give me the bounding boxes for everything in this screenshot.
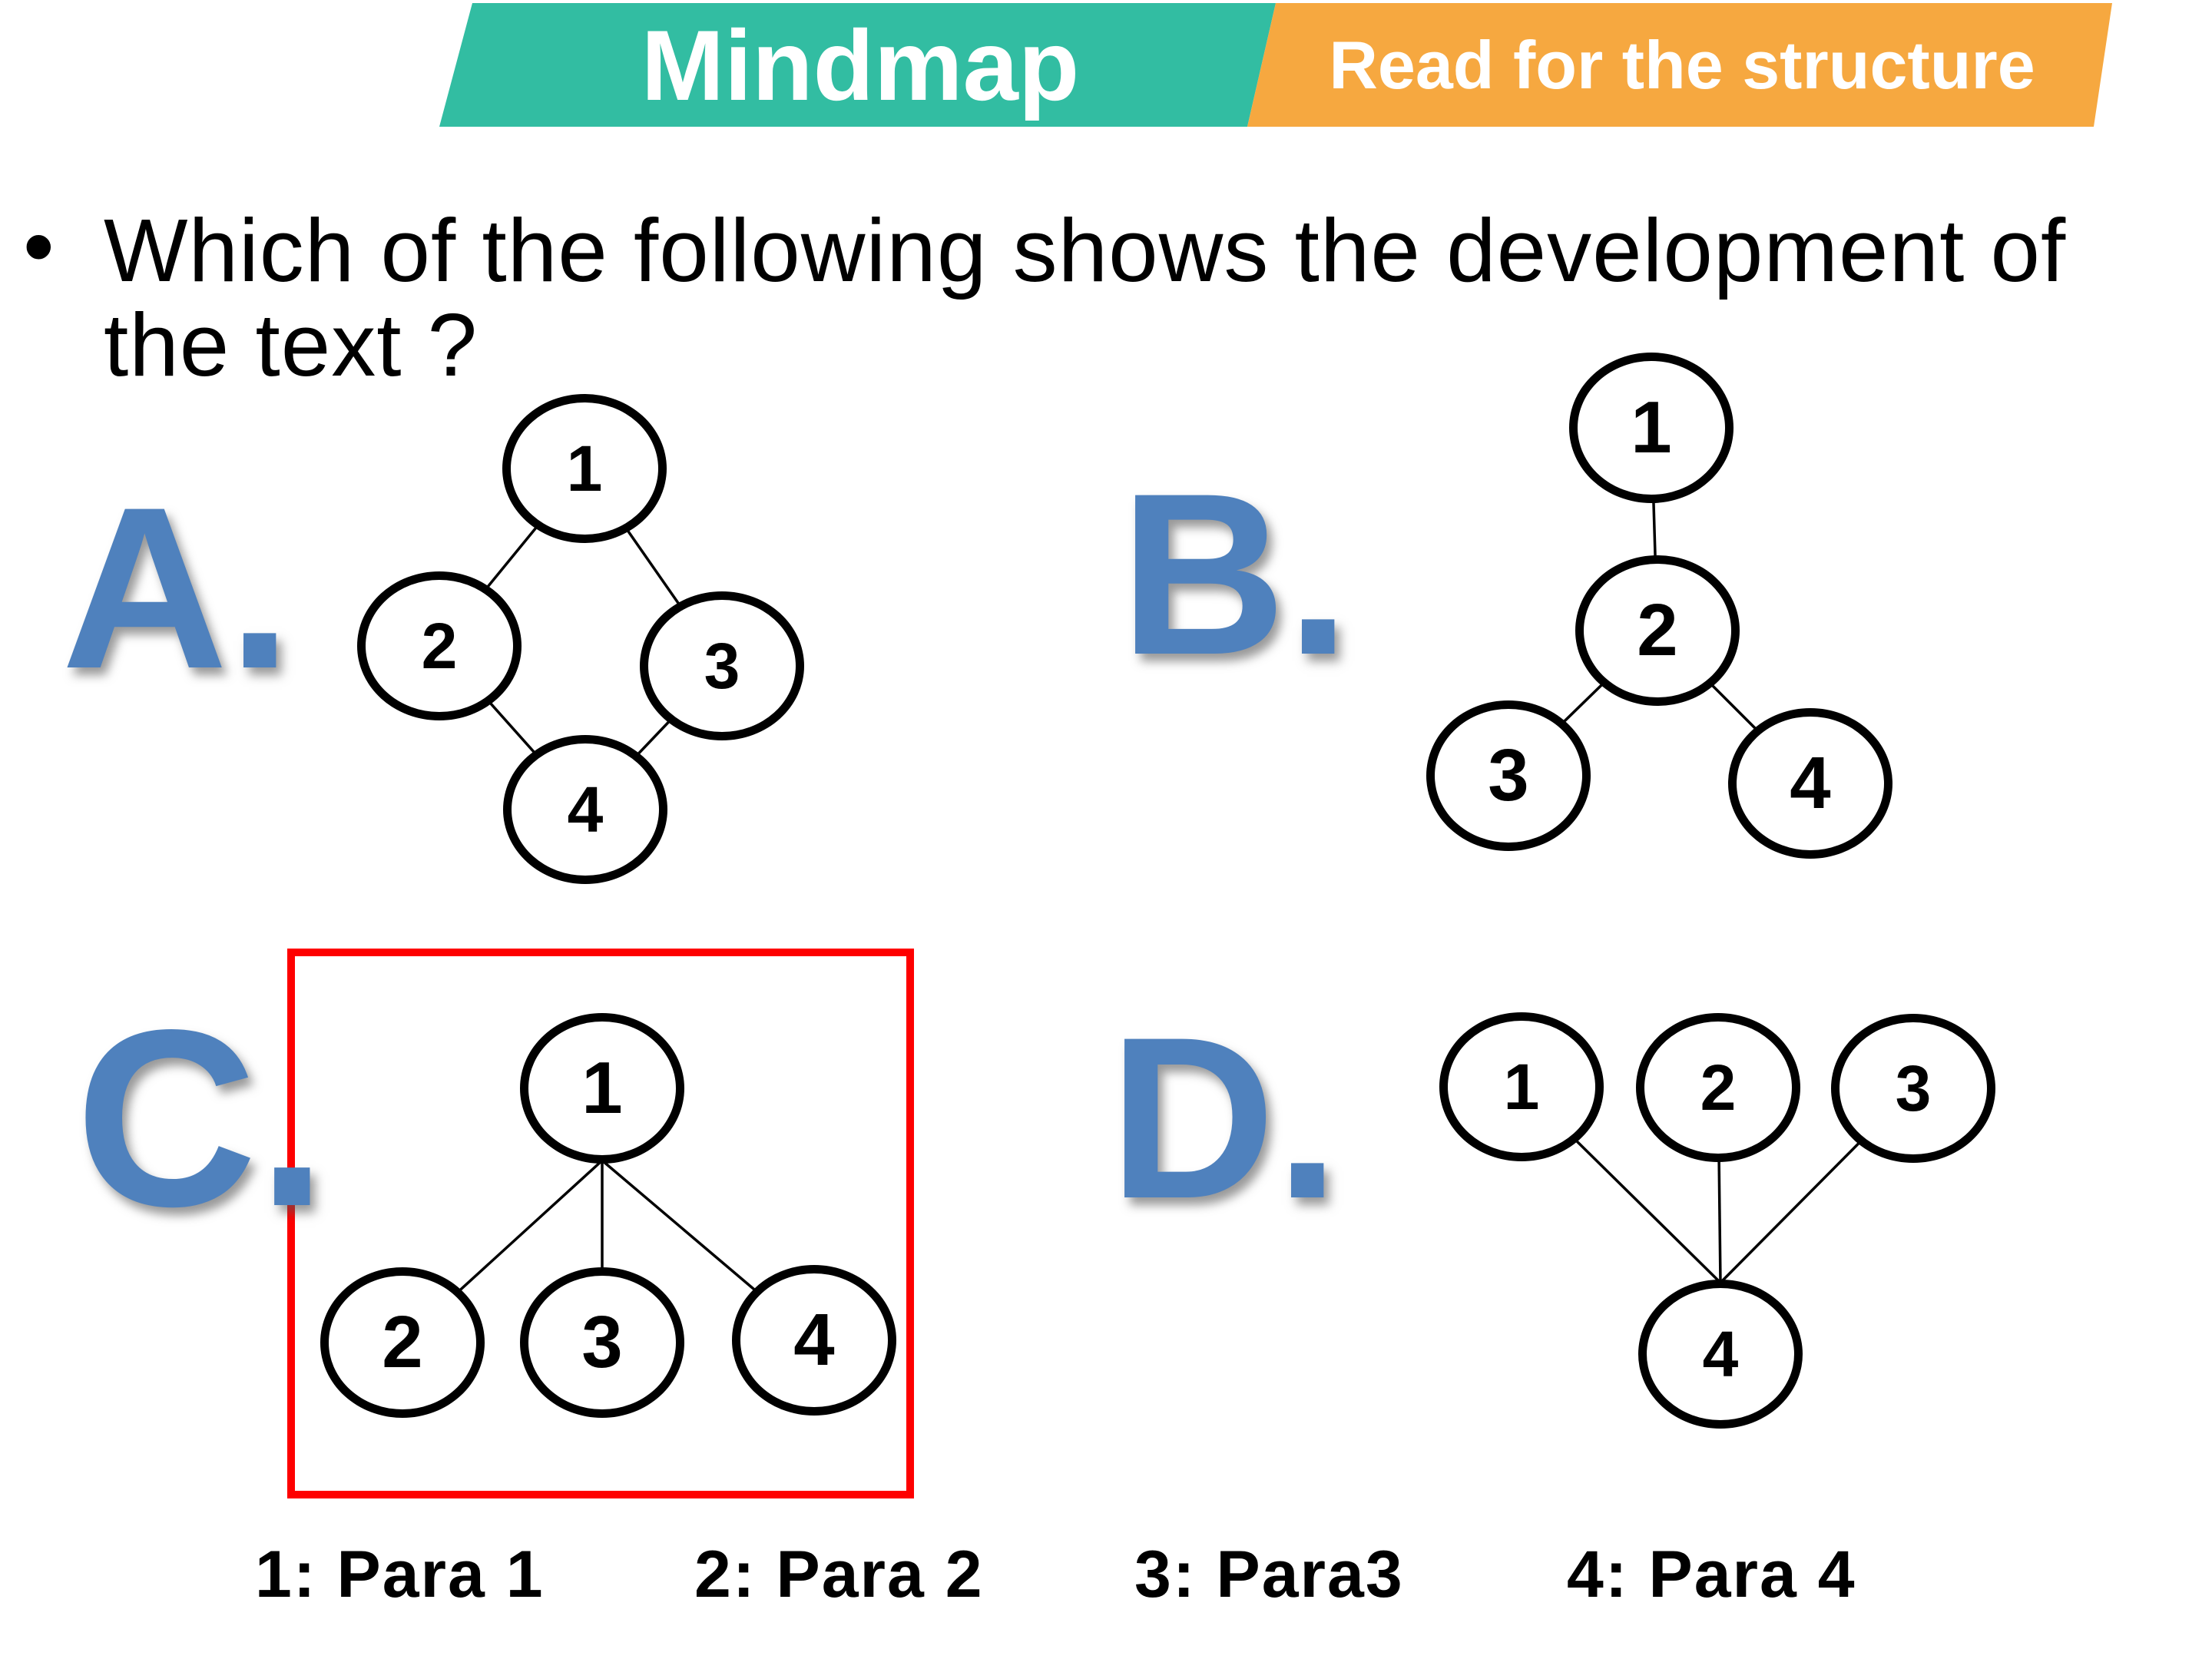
option-C-node-4: 4	[732, 1265, 896, 1416]
option-B-node-3: 3	[1426, 700, 1591, 851]
option-B-label: B.	[1120, 445, 1350, 703]
option-B-node-2: 2	[1575, 555, 1740, 706]
header-tab-read-label: Read for the structure	[1329, 26, 2035, 103]
option-D-node-1: 1	[1439, 1012, 1604, 1161]
question-text-line1: Which of the following shows the develop…	[104, 200, 2067, 300]
header-tab-read-for-structure: Read for the structure	[1247, 3, 2112, 127]
legend-item-3: 3: Para3	[1134, 1538, 1404, 1611]
question-bullet: •	[23, 196, 55, 296]
option-C-node-2: 2	[320, 1267, 485, 1418]
option-C-node-1: 1	[520, 1013, 684, 1164]
option-D-node-3: 3	[1831, 1014, 1995, 1163]
header-tab-mindmap-label: Mindmap	[641, 8, 1080, 121]
option-B-node-4: 4	[1728, 708, 1892, 859]
option-D-node-4: 4	[1638, 1280, 1803, 1429]
legend-item-1: 1: Para 1	[255, 1538, 545, 1611]
option-D-label: D.	[1109, 988, 1339, 1247]
option-B-node-1: 1	[1569, 353, 1734, 503]
option-C-label: C.	[75, 977, 327, 1259]
legend-item-4: 4: Para 4	[1567, 1538, 1856, 1611]
option-A-node-2: 2	[357, 571, 522, 720]
option-A-node-1: 1	[502, 394, 667, 543]
question-text-line2: the text ?	[104, 295, 478, 395]
option-C-node-3: 3	[520, 1267, 684, 1418]
option-A-node-3: 3	[640, 591, 804, 740]
answer-highlight-box	[287, 949, 914, 1498]
legend-item-2: 2: Para 2	[694, 1538, 984, 1611]
option-D-node-2: 2	[1636, 1013, 1800, 1162]
option-A-node-4: 4	[503, 735, 667, 884]
option-A-label: A.	[61, 459, 292, 717]
header-tab-mindmap: Mindmap	[439, 3, 1276, 127]
